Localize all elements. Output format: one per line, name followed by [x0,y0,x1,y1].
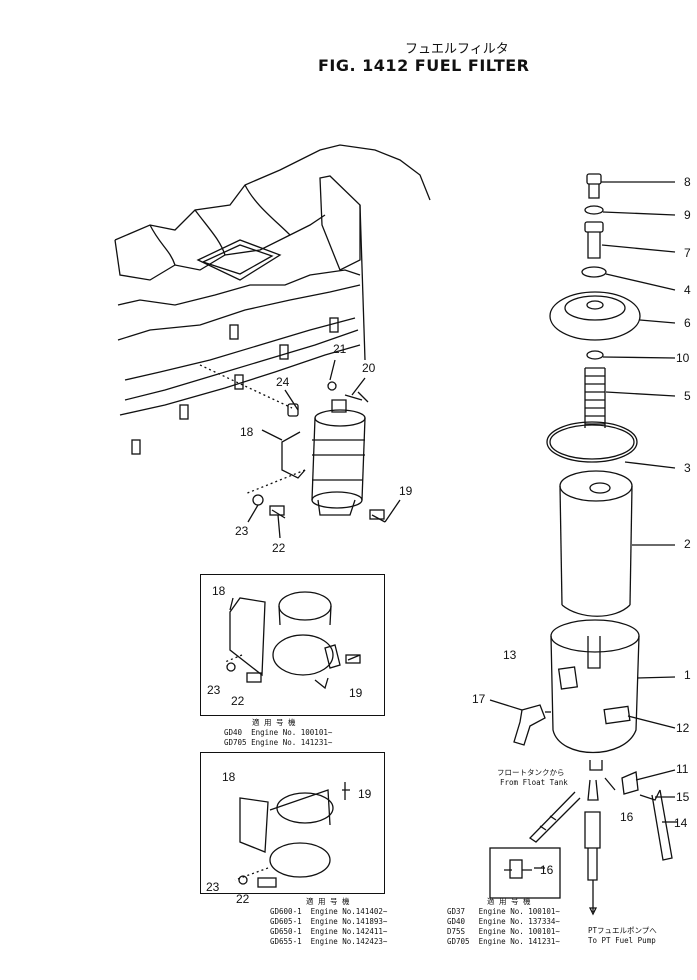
callout-5: 5 [684,389,691,403]
applicable-models-jp-2: 適 用 号 機 [306,897,350,906]
applicable-model-line: GD650-1 Engine No.142411~ [270,927,388,936]
callout-15: 15 [676,790,690,804]
callout-16-box: 16 [540,863,554,877]
filter-exploded-view [489,173,678,916]
inset-box-2 [200,752,385,894]
filter-assembly-mounted [244,381,386,523]
pt-pump-label: To PT Fuel Pump [588,936,656,945]
callout-11: 11 [676,762,689,776]
inset1-callout-19: 19 [349,686,363,700]
inset1-callout-22: 22 [231,694,245,708]
callout-18: 18 [240,425,254,439]
applicable-model-line: GD705 Engine No. 141231~ [447,937,560,946]
callout-23: 23 [235,524,249,538]
callout-1: 1 [684,668,691,682]
applicable-model-line: GD655-1 Engine No.142423~ [270,937,388,946]
inset2-callout-18: 18 [222,770,236,784]
inset2-callout-23: 23 [206,880,220,894]
inset1-callout-18: 18 [212,584,226,598]
callout-3: 3 [684,461,691,475]
applicable-model-line: GD705 Engine No. 141231~ [224,738,333,747]
applicable-model-line: GD40 Engine No. 100101~ [224,728,333,737]
applicable-model-line: GD605-1 Engine No.141893~ [270,917,388,926]
engine-manifold [114,144,431,455]
float-tank-label: From Float Tank [500,778,568,787]
float-tank-label-jp: フロートタンクから [497,768,565,777]
callout-13: 13 [503,648,517,662]
applicable-model-line: D75S Engine No. 100101~ [447,927,560,936]
callout-2: 2 [684,537,691,551]
inset-bracket-2 [234,782,350,888]
callout-21: 21 [333,342,347,356]
callout-10: 10 [676,351,690,365]
inset1-callout-23: 23 [207,683,221,697]
leader-lines [247,359,401,539]
inset2-callout-19: 19 [358,787,372,801]
callout-4: 4 [684,283,691,297]
callout-17: 17 [472,692,486,706]
callout-7: 7 [684,246,691,260]
callout-14: 14 [674,816,688,830]
applicable-models-jp-1: 適 用 号 機 [252,718,296,727]
callout-16: 16 [620,810,634,824]
callout-22: 22 [272,541,286,555]
applicable-models-jp-3: 適 用 号 機 [487,897,531,906]
figure-title: FIG. 1412 FUEL FILTER [318,56,530,75]
title-japanese: フュエルフィルタ [405,42,509,57]
callout-6: 6 [684,316,691,330]
inset-box-1 [200,574,385,716]
callout-9: 9 [684,208,691,222]
inset-bracket-1 [224,591,361,690]
applicable-model-line: GD37 Engine No. 100101~ [447,907,560,916]
inset2-callout-22: 22 [236,892,250,906]
applicable-model-line: GD600-1 Engine No.141402~ [270,907,388,916]
callout-8: 8 [684,175,691,189]
callout-19: 19 [399,484,413,498]
applicable-model-line: GD40 Engine No. 137334~ [447,917,560,926]
callout-24: 24 [276,375,290,389]
pt-pump-label-jp: PTフュエルポンプへ [588,926,657,935]
callout-20: 20 [362,361,376,375]
callout-12: 12 [676,721,690,735]
